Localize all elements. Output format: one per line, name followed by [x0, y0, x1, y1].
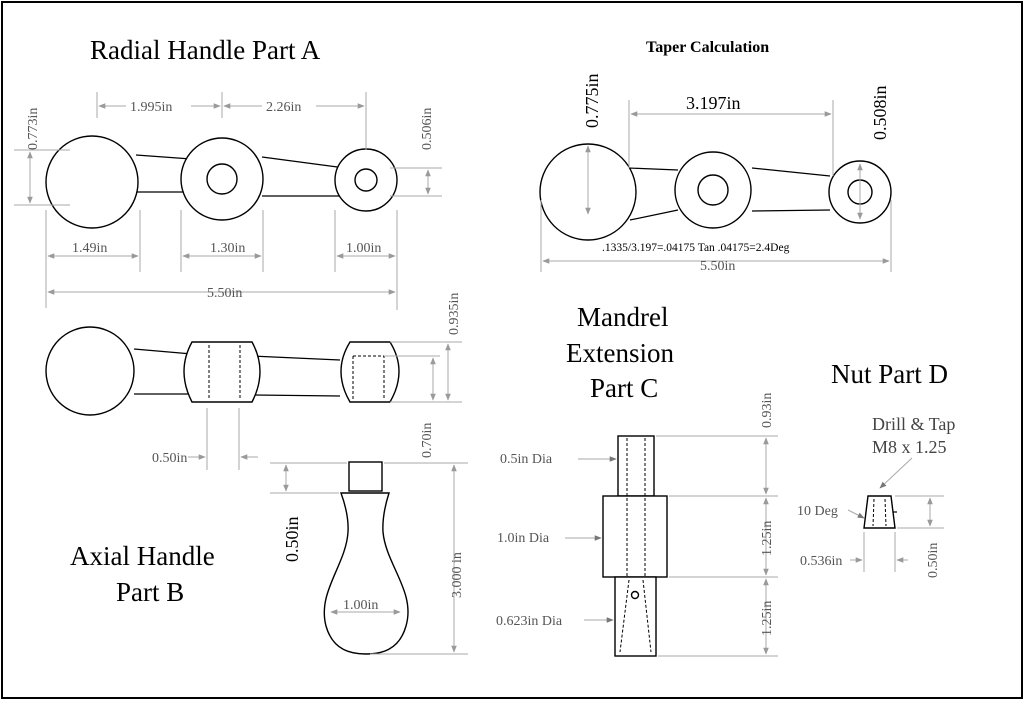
dim-775: 0.775in — [582, 73, 602, 128]
part-a-side-arm-left — [133, 348, 193, 395]
part-b-group: Axial Handle Part B 0.50in 3.000 in 1.00… — [70, 461, 468, 655]
label-dia-0623: 0.623in Dia — [496, 614, 563, 629]
part-c-title-line3: Part C — [590, 373, 658, 403]
part-a-side-view: 0.935in 0.70in 0.50in — [45, 293, 462, 470]
part-a-side-boss-middle — [183, 341, 261, 403]
part-a-side-arm-right — [251, 355, 341, 397]
dim-100: 1.00in — [346, 241, 381, 256]
part-c-top-shaft — [617, 435, 655, 497]
taper-group: Taper Calculation 0.775in 3.197in 0.508i… — [539, 39, 892, 274]
part-a-group: Radial Handle Part A 1.995in 2.26in 0.77… — [14, 35, 442, 310]
dim-506: 0.506in — [420, 108, 435, 150]
part-c-title-line2: Extension — [566, 338, 674, 368]
dim-536: 0.536in — [800, 554, 842, 569]
dim-130: 1.30in — [210, 241, 245, 256]
dim-050-d: 0.50in — [926, 543, 941, 578]
dim-149: 1.49in — [72, 241, 107, 256]
part-d-note-line2: M8 x 1.25 — [872, 437, 947, 457]
taper-formula: .1335/3.197=.04175 Tan .04175=2.4Deg — [602, 242, 790, 254]
dim-050-b: 0.50in — [282, 516, 302, 562]
part-d-note-line1: Drill & Tap — [872, 414, 955, 434]
part-c-body — [602, 495, 668, 578]
dim-125-b: 1.25in — [760, 601, 775, 636]
part-d-title: Nut Part D — [831, 359, 948, 389]
dim-3197: 3.197in — [686, 93, 741, 113]
part-d-nut-body — [863, 495, 896, 529]
part-c-pin-hole — [630, 590, 640, 600]
dim-508: 0.508in — [870, 85, 890, 140]
part-a-bore-middle — [206, 163, 238, 195]
dim-1995: 1.995in — [130, 100, 172, 115]
dim-125-a: 1.25in — [760, 521, 775, 556]
dim-050-a: 0.50in — [152, 451, 187, 466]
dim-070: 0.70in — [420, 423, 435, 458]
part-c-title-line1: Mandrel — [577, 302, 668, 332]
label-dia-05: 0.5in Dia — [500, 452, 553, 467]
taper-title: Taper Calculation — [646, 39, 769, 56]
part-b-stem — [348, 461, 383, 492]
part-a-side-knob — [45, 326, 135, 416]
part-c-lower-shaft — [614, 576, 657, 657]
part-a-side-boss-small — [340, 341, 400, 403]
dim-100-b: 1.00in — [343, 598, 378, 613]
dim-550-a: 5.50in — [207, 286, 242, 301]
part-a-arm-right — [261, 156, 347, 197]
part-b-title-line1: Axial Handle — [70, 541, 215, 571]
dim-093: 0.93in — [760, 393, 775, 428]
taper-arm-left — [627, 167, 679, 221]
part-b-title-line2: Part B — [116, 577, 184, 607]
dim-550-taper: 5.50in — [700, 259, 735, 274]
part-d-group: Nut Part D Drill & Tap M8 x 1.25 10 Deg … — [797, 359, 955, 578]
part-a-title: Radial Handle Part A — [90, 35, 321, 65]
taper-bore-middle — [697, 174, 729, 206]
dim-773: 0.773in — [26, 108, 41, 150]
dim-226: 2.26in — [266, 100, 301, 115]
dim-10deg: 10 Deg — [797, 504, 838, 519]
label-dia-10: 1.0in Dia — [497, 531, 550, 546]
dim-3000: 3.000 in — [450, 552, 465, 598]
dim-935: 0.935in — [447, 293, 462, 335]
part-c-group: Mandrel Extension Part C 0.5in Dia 1.0in… — [496, 302, 778, 657]
part-a-bore-small — [354, 168, 378, 192]
taper-arm-right — [751, 167, 831, 212]
part-b-body — [323, 492, 409, 655]
